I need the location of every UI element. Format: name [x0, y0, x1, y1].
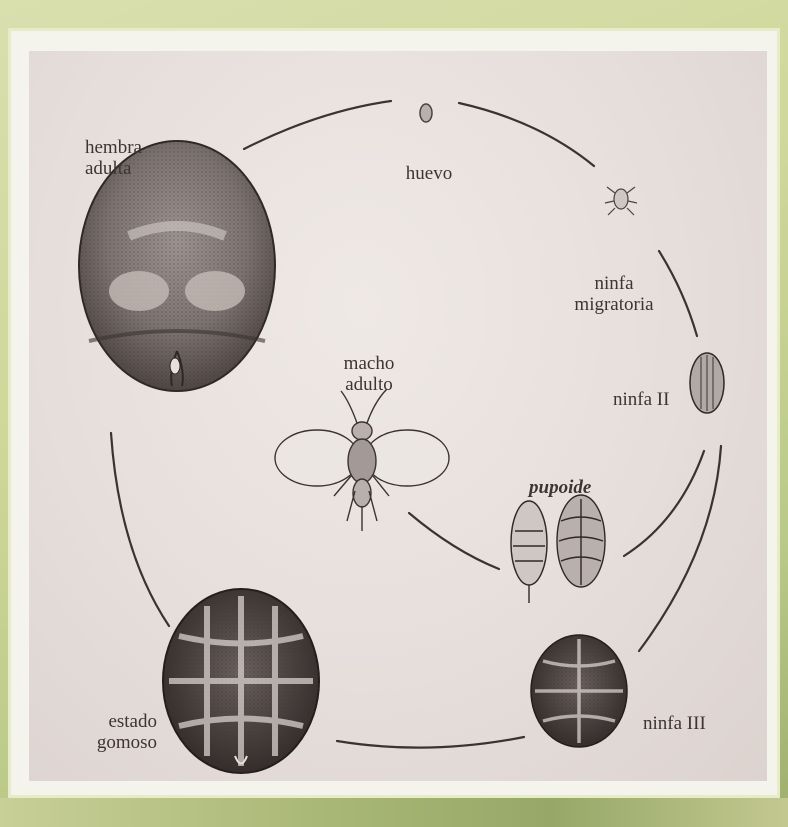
ninfa-migratoria-figure	[604, 186, 638, 216]
pupoide-figure	[510, 494, 606, 603]
label-estado-gomoso: estado gomoso	[96, 711, 157, 753]
figure-frame: hembra adulta huevo ninfa migratoria mac…	[8, 28, 780, 798]
arc-migratoria-ninfa2	[657, 249, 699, 338]
arc-ninfa2-ninfa3	[637, 444, 723, 653]
cycle-arrows	[109, 99, 723, 749]
arc-ninfa3-gomoso	[335, 735, 526, 749]
label-ninfa-migratoria: ninfa migratoria	[574, 273, 654, 315]
label-macho-adulto: macho adulto	[343, 353, 395, 395]
ninfa-ii-figure	[689, 352, 725, 414]
background-strip	[0, 798, 788, 827]
label-huevo: huevo	[405, 163, 453, 184]
arc-huevo-migratoria	[457, 101, 596, 168]
hembra-adulta-figure	[78, 140, 276, 392]
arc-gomoso-hembra	[109, 431, 171, 628]
estado-gomoso-figure	[162, 588, 320, 774]
arc-pupoide-macho	[407, 511, 501, 571]
ninfa-iii-figure	[530, 634, 628, 748]
macho-adulto-figure	[274, 388, 450, 531]
huevo-figure	[419, 103, 433, 123]
life-cycle-panel: hembra adulta huevo ninfa migratoria mac…	[29, 51, 767, 781]
label-hembra-adulta: hembra adulta	[85, 137, 142, 179]
label-pupoide: pupoide	[529, 477, 592, 498]
label-ninfa-ii: ninfa II	[613, 389, 670, 410]
arc-ninfa2-pupoide	[622, 449, 706, 558]
arc-hembra-huevo	[242, 99, 393, 151]
label-ninfa-iii: ninfa III	[643, 713, 706, 734]
life-cycle-diagram	[78, 99, 725, 774]
